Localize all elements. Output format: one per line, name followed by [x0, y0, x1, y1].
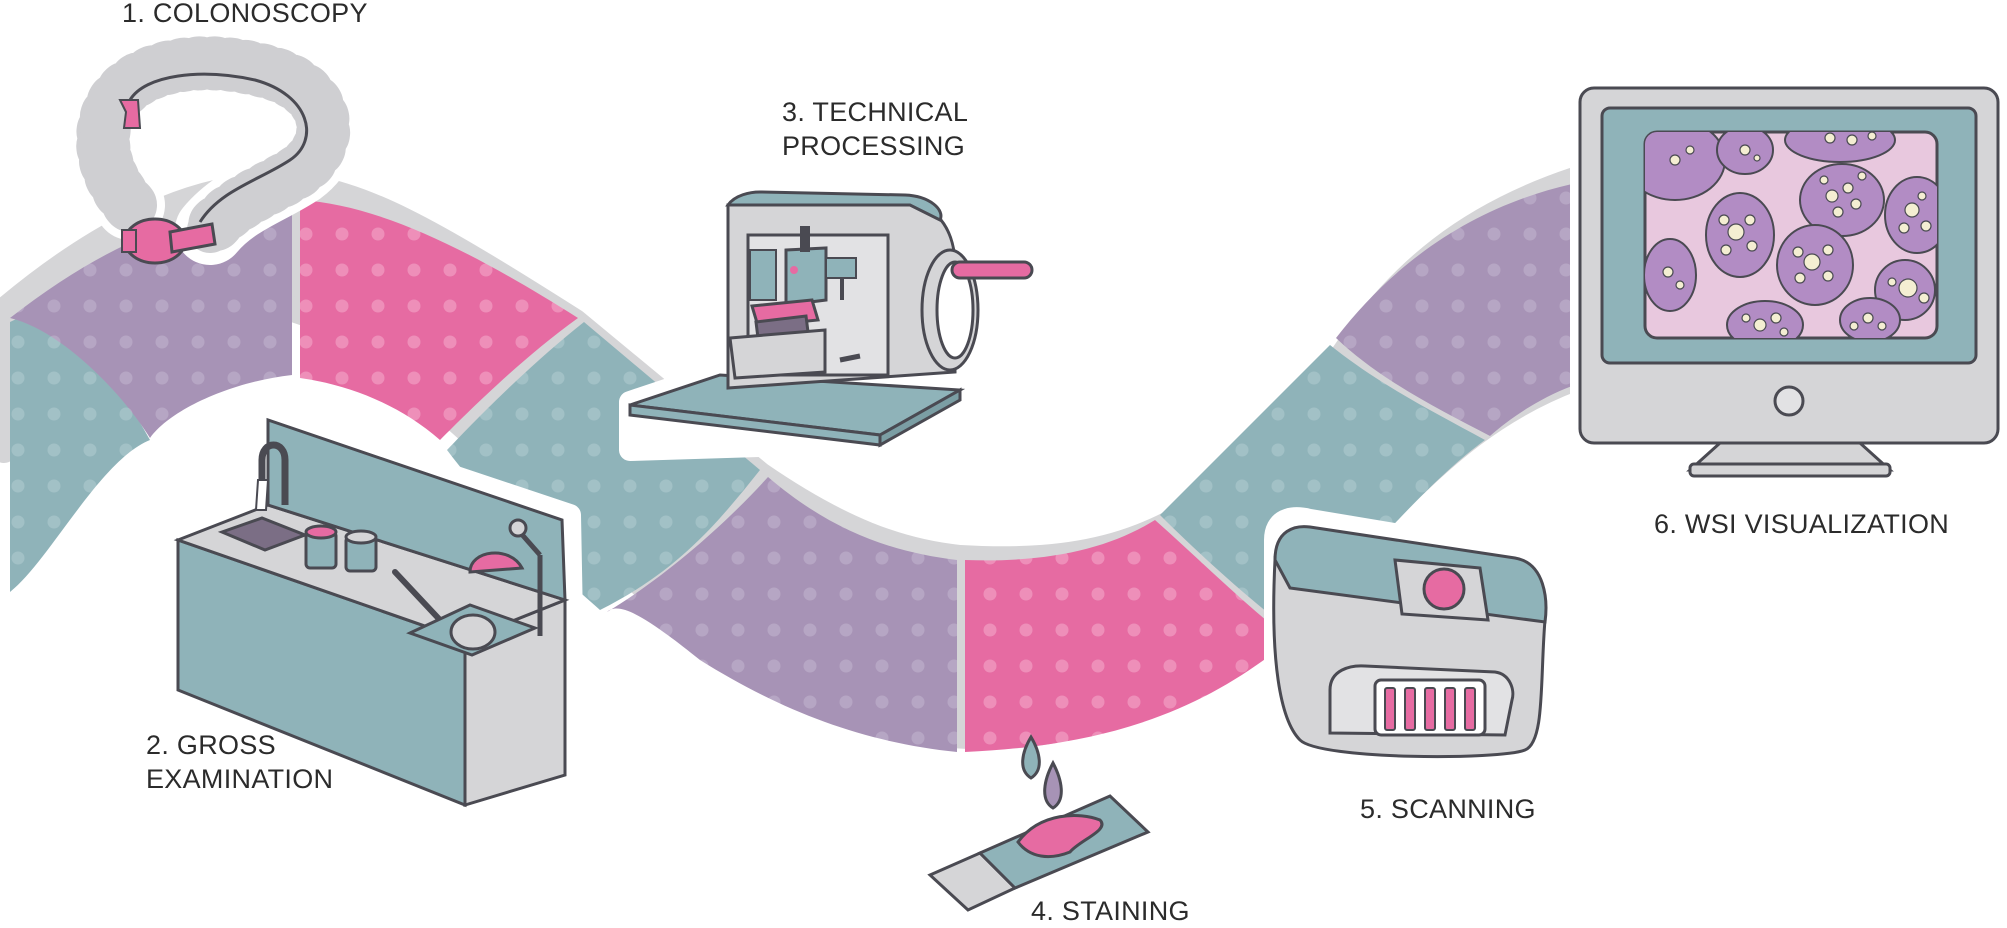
step-label-line: EXAMINATION — [146, 764, 334, 794]
road-segment-teal-3 — [1160, 345, 1485, 635]
wavy-road — [0, 167, 1588, 752]
road-segment-purple-2 — [607, 477, 957, 752]
step-label-gross-examination: 2. GROSS EXAMINATION — [146, 728, 333, 796]
road-segment-pink-1 — [300, 200, 578, 440]
road-segment-purple-3 — [1336, 184, 1572, 436]
monitor-icon — [1570, 80, 2006, 490]
step-label-wsi-visualization: 6. WSI VISUALIZATION — [1654, 507, 1949, 541]
step-label-line: 6. WSI VISUALIZATION — [1654, 509, 1950, 539]
step-label-staining: 4. STAINING — [1031, 894, 1190, 928]
tissue-image — [1645, 132, 1937, 338]
stained-slide-icon — [920, 734, 1160, 920]
slide-scanner-icon — [1264, 507, 1558, 766]
road-segment-pink-2 — [965, 520, 1290, 752]
colonoscope-icon — [68, 28, 359, 265]
step-label-line: PROCESSING — [782, 131, 966, 161]
step-label-colonoscopy: 1. COLONOSCOPY — [122, 0, 368, 30]
microtome-icon — [619, 179, 1034, 461]
grossing-station-icon — [167, 404, 586, 816]
step-label-technical-processing: 3. TECHNICAL PROCESSING — [782, 95, 968, 163]
step-label-line: 2. GROSS — [146, 730, 276, 760]
step-label-line: 5. SCANNING — [1360, 794, 1536, 824]
step-label-scanning: 5. SCANNING — [1360, 792, 1536, 826]
step-label-line: 4. STAINING — [1031, 896, 1190, 926]
road-segment-purple-1 — [10, 205, 292, 438]
step-label-line: 1. COLONOSCOPY — [122, 0, 368, 28]
step-label-line: 3. TECHNICAL — [782, 97, 969, 127]
